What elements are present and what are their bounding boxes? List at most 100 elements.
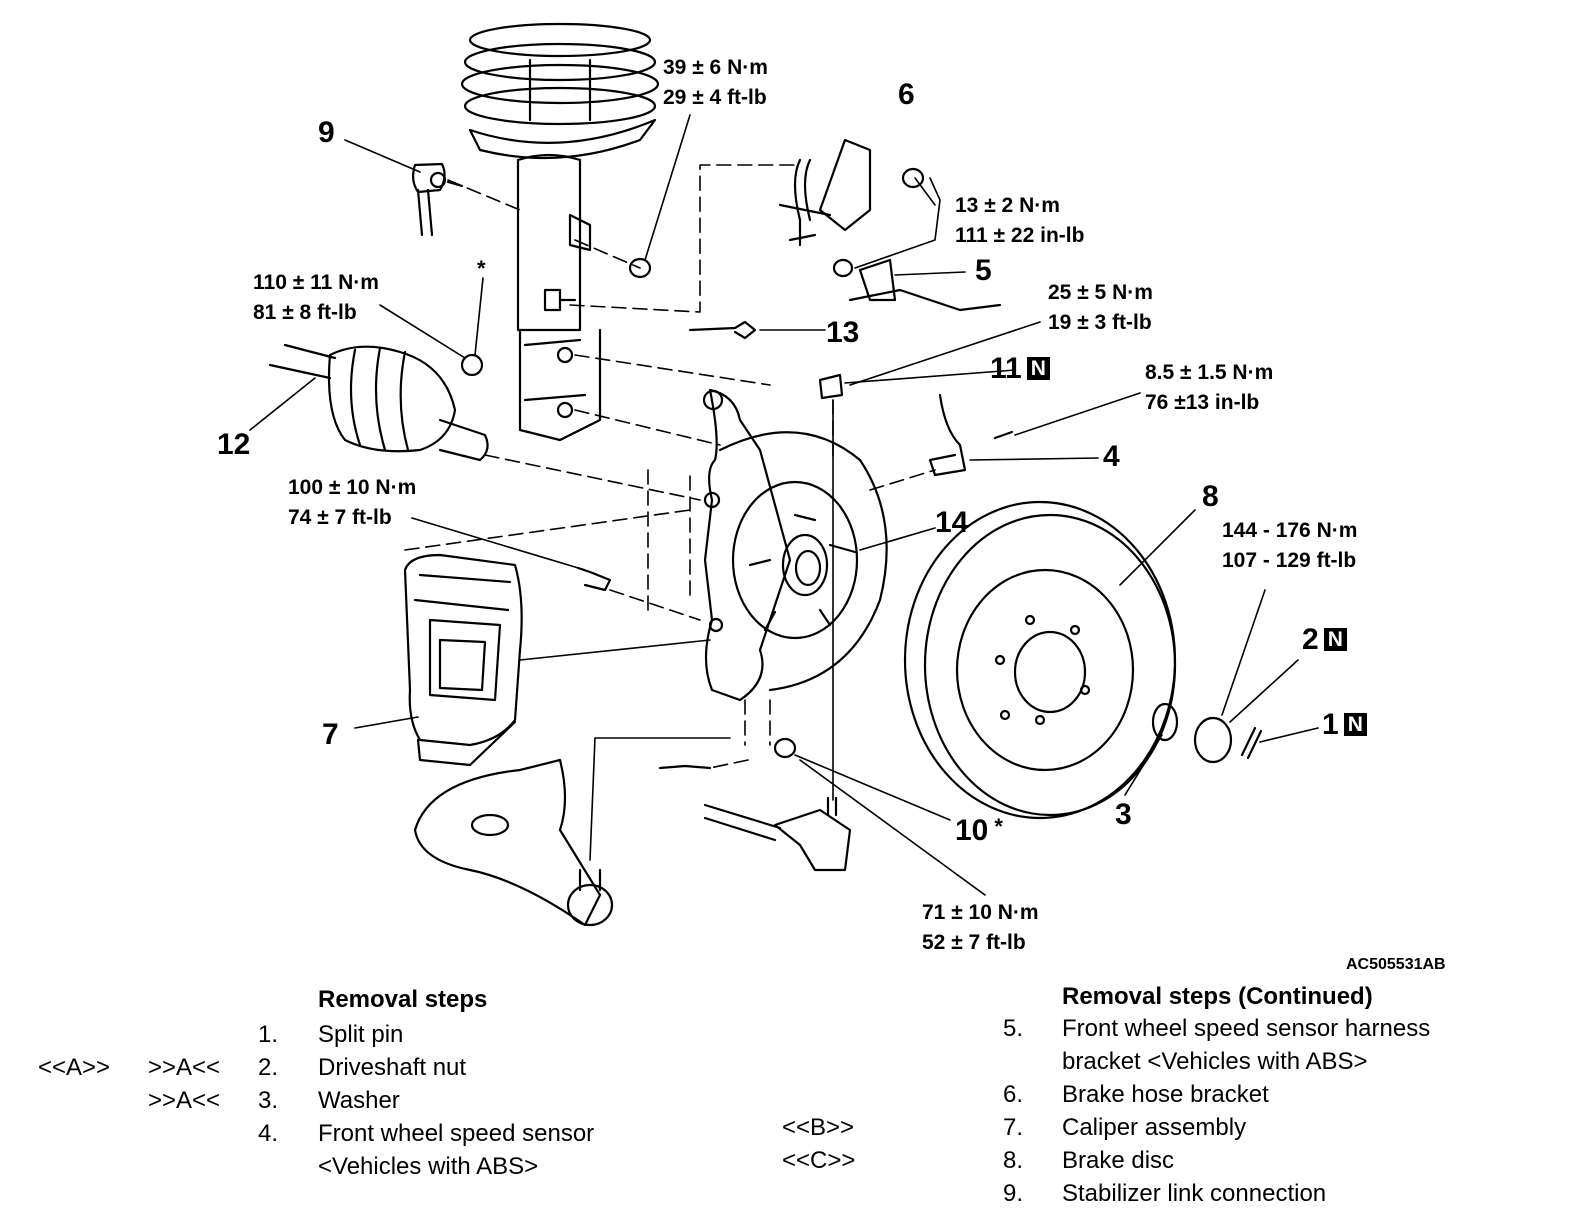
- removal-step-row: <<A>> >>A<< 2. Driveshaft nut: [0, 1051, 760, 1084]
- removal-step-row: bracket <Vehicles with ABS>: [760, 1045, 1584, 1078]
- torque-imperial: 76 ±13 in-lb: [1145, 391, 1260, 414]
- torque-metric: 39 ± 6 N·m: [663, 56, 768, 79]
- removal-step-row: <Vehicles with ABS>: [0, 1150, 760, 1183]
- step-number: 9.: [1003, 1180, 1024, 1207]
- torque-metric: 13 ± 2 N·m: [955, 194, 1060, 217]
- callout-10-mark: *: [994, 814, 1003, 839]
- step-number: 6.: [1003, 1081, 1024, 1108]
- callout-8: 8: [1202, 480, 1219, 513]
- stabilizer-link: [411, 162, 464, 237]
- step-text: Caliper assembly: [1062, 1114, 1247, 1141]
- callout-9: 9: [318, 116, 335, 149]
- step-text: Stabilizer link connection: [1062, 1180, 1327, 1207]
- callout-1-number: 1: [1322, 708, 1339, 741]
- figure-code: AC505531AB: [1346, 956, 1446, 973]
- callout-2-number: 2: [1302, 623, 1319, 656]
- exploded-view-drawing: [249, 22, 1319, 927]
- new-part-mark: N: [1343, 713, 1367, 736]
- callout-10-number: 10: [955, 814, 989, 847]
- torque-spec-bracket-bolt: 13 ± 2 N·m 111 ± 22 in-lb: [955, 191, 1084, 251]
- removal-step-row: 4. Front wheel speed sensor: [0, 1117, 760, 1150]
- torque-spec-driveshaft-nut: 144 - 176 N·m 107 - 129 ft-lb: [1222, 516, 1357, 576]
- step-text: Split pin: [318, 1021, 404, 1048]
- caliper-assembly: [403, 553, 523, 767]
- callout-6: 6: [898, 78, 915, 111]
- torque-metric: 71 ± 10 N·m: [922, 901, 1039, 924]
- service-mark-install: >>A<<: [148, 1054, 221, 1081]
- torque-imperial: 52 ± 7 ft-lb: [922, 931, 1026, 954]
- step-number: 2.: [258, 1054, 279, 1081]
- step-text: bracket <Vehicles with ABS>: [1062, 1048, 1368, 1075]
- removal-step-row: >>A<< 3. Washer: [0, 1084, 760, 1117]
- torque-spec-sensor-bolt: 8.5 ± 1.5 N·m 76 ±13 in-lb: [1145, 358, 1273, 418]
- callout-5: 5: [975, 254, 992, 287]
- callout-10: 10*: [955, 816, 1003, 846]
- strut-assembly: [516, 153, 602, 442]
- fasteners: [460, 167, 1263, 770]
- step-number: 4.: [258, 1120, 279, 1147]
- removal-step-row: <<B>> 7. Caliper assembly: [760, 1111, 1584, 1144]
- removal-step-row: 5. Front wheel speed sensor harness: [760, 1012, 1584, 1045]
- step-text: Brake disc: [1062, 1147, 1175, 1174]
- removal-step-row: 6. Brake hose bracket: [760, 1078, 1584, 1111]
- service-mark-removal: <<A>>: [38, 1054, 111, 1081]
- service-mark-install: >>A<<: [148, 1087, 221, 1114]
- torque-imperial: 107 - 129 ft-lb: [1222, 549, 1357, 572]
- step-number: 8.: [1003, 1147, 1024, 1174]
- torque-spec-tie-rod-nut: 71 ± 10 N·m 52 ± 7 ft-lb: [922, 898, 1039, 958]
- torque-metric: 110 ± 11 N·m: [253, 271, 379, 294]
- torque-spec-caliper-bolt: 100 ± 10 N·m 74 ± 7 ft-lb: [288, 473, 416, 533]
- steering-knuckle: [702, 388, 792, 702]
- step-number: 7.: [1003, 1114, 1024, 1141]
- removal-step-row: 1. Split pin: [0, 1018, 760, 1051]
- step-text: Brake hose bracket: [1062, 1081, 1269, 1108]
- torque-spec-strut-nut: 39 ± 6 N·m 29 ± 4 ft-lb: [663, 53, 768, 113]
- step-text: Front wheel speed sensor harness: [1062, 1015, 1431, 1042]
- new-part-mark: N: [1323, 628, 1347, 651]
- removal-step-row: 9. Stabilizer link connection: [760, 1177, 1584, 1210]
- torque-spec-stabilizer-nut: 110 ± 11 N·m 81 ± 8 ft-lb: [253, 268, 379, 328]
- brake-disc: [903, 500, 1177, 820]
- torque-metric: 100 ± 10 N·m: [288, 476, 417, 499]
- torque-imperial: 29 ± 4 ft-lb: [663, 86, 767, 109]
- assembly-dashed-lines: [404, 164, 936, 769]
- lower-arm: [413, 758, 614, 927]
- torque-imperial: 74 ± 7 ft-lb: [288, 506, 392, 529]
- torque-imperial: 19 ± 3 ft-lb: [1048, 311, 1152, 334]
- callout-12: 12: [217, 428, 251, 461]
- step-text: <Vehicles with ABS>: [318, 1153, 539, 1180]
- callout-7: 7: [322, 718, 339, 751]
- callout-14: 14: [935, 506, 969, 539]
- step-text: Driveshaft nut: [318, 1054, 467, 1081]
- leader-lines: [249, 114, 1319, 896]
- callout-3: 3: [1115, 798, 1132, 831]
- callout-4: 4: [1103, 440, 1120, 473]
- callout-11-number: 11: [990, 352, 1022, 385]
- torque-imperial: 111 ± 22 in-lb: [955, 224, 1085, 247]
- step-number: 5.: [1003, 1015, 1024, 1042]
- callout-star: *: [477, 256, 486, 281]
- torque-metric: 8.5 ± 1.5 N·m: [1145, 361, 1274, 384]
- torque-spec-knuckle-nut: 25 ± 5 N·m 19 ± 3 ft-lb: [1048, 278, 1153, 338]
- service-mark-removal: <<C>>: [782, 1147, 856, 1174]
- step-text: Washer: [318, 1087, 400, 1114]
- hub-and-shield: [718, 431, 888, 692]
- driveshaft: [268, 343, 489, 462]
- coil-spring: [460, 22, 660, 160]
- abs-sensor-and-brackets: [778, 138, 1014, 477]
- callout-13: 13: [826, 316, 860, 349]
- step-text: Front wheel speed sensor: [318, 1120, 595, 1147]
- removal-steps-title: Removal steps: [318, 986, 488, 1013]
- removal-steps-continued-title: Removal steps (Continued): [1062, 983, 1373, 1010]
- step-number: 3.: [258, 1087, 279, 1114]
- removal-step-row: <<C>> 8. Brake disc: [760, 1144, 1584, 1177]
- step-number: 1.: [258, 1021, 279, 1048]
- new-part-mark: N: [1026, 357, 1050, 380]
- torque-metric: 144 - 176 N·m: [1222, 519, 1358, 542]
- service-mark-removal: <<B>>: [782, 1114, 855, 1141]
- torque-metric: 25 ± 5 N·m: [1048, 281, 1153, 304]
- torque-imperial: 81 ± 8 ft-lb: [253, 301, 357, 324]
